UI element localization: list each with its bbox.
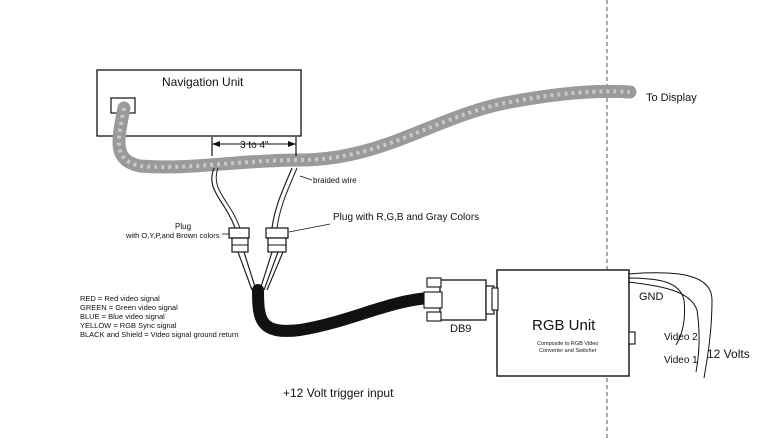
db9-hood [423, 291, 443, 309]
right-wire [271, 167, 293, 229]
dimension-label: 3 to 4" [240, 140, 269, 151]
db9-shell [439, 279, 487, 321]
legend-blue: BLUE = Blue video signal [80, 312, 165, 321]
right-plug-top [265, 227, 289, 239]
gnd-wire [627, 277, 685, 346]
gnd-label: GND [639, 291, 664, 303]
db9-label: DB9 [450, 323, 471, 335]
plug-right-pointer [288, 223, 331, 233]
lower-wire-c [259, 251, 273, 291]
trigger-input-label: +12 Volt trigger input [283, 386, 394, 400]
legend-yellow: YELLOW = RGB Sync signal [80, 321, 177, 330]
lower-wire-e [266, 251, 284, 291]
db9-screw-bottom [426, 311, 442, 322]
rgb-unit-connector [491, 287, 499, 311]
right-wire-2 [276, 167, 298, 229]
power-wire [627, 272, 713, 379]
rgb-unit-subtitle-2: Converter and Switcher [539, 348, 597, 354]
rgb-unit-side-port [628, 331, 636, 345]
video2-label: Video 2 [664, 332, 698, 343]
lower-wire-b [243, 251, 257, 291]
dimension-arrow-left [212, 141, 220, 147]
plug-left-label-line2: with O,Y,P,and Brown colors [125, 231, 220, 240]
lower-wire-a [237, 251, 253, 291]
left-wire [211, 167, 236, 229]
left-plug-top [228, 227, 250, 239]
video-wire [627, 281, 700, 373]
legend-black: BLACK and Shield = Video signal ground r… [80, 330, 239, 339]
legend-green: GREEN = Green video signal [80, 303, 178, 312]
display-cable-texture [116, 89, 631, 169]
rgb-unit-box [496, 269, 630, 377]
twelve-volts-label: 12 Volts [707, 347, 750, 361]
braided-wire-label: braided wire [313, 176, 357, 185]
dimension-arrow-right [288, 141, 296, 147]
braided-wire-pointer [299, 175, 313, 181]
left-wire-2 [215, 167, 241, 229]
rgb-cable [252, 284, 436, 337]
rgb-unit-subtitle-1: Composite to RGB Video [537, 341, 598, 347]
rgb-unit-label: RGB Unit [532, 317, 596, 334]
legend-red: RED = Red video signal [80, 294, 160, 303]
to-display-label: To Display [646, 92, 697, 104]
plug-right-label: Plug with R,G,B and Gray Colors [333, 212, 479, 223]
video1-label: Video 1 [664, 355, 698, 366]
plug-left-label-line1: Plug [175, 222, 191, 231]
lower-wire-d [263, 251, 279, 291]
db9-screw-top [426, 277, 442, 288]
navigation-unit-label: Navigation Unit [162, 75, 244, 89]
